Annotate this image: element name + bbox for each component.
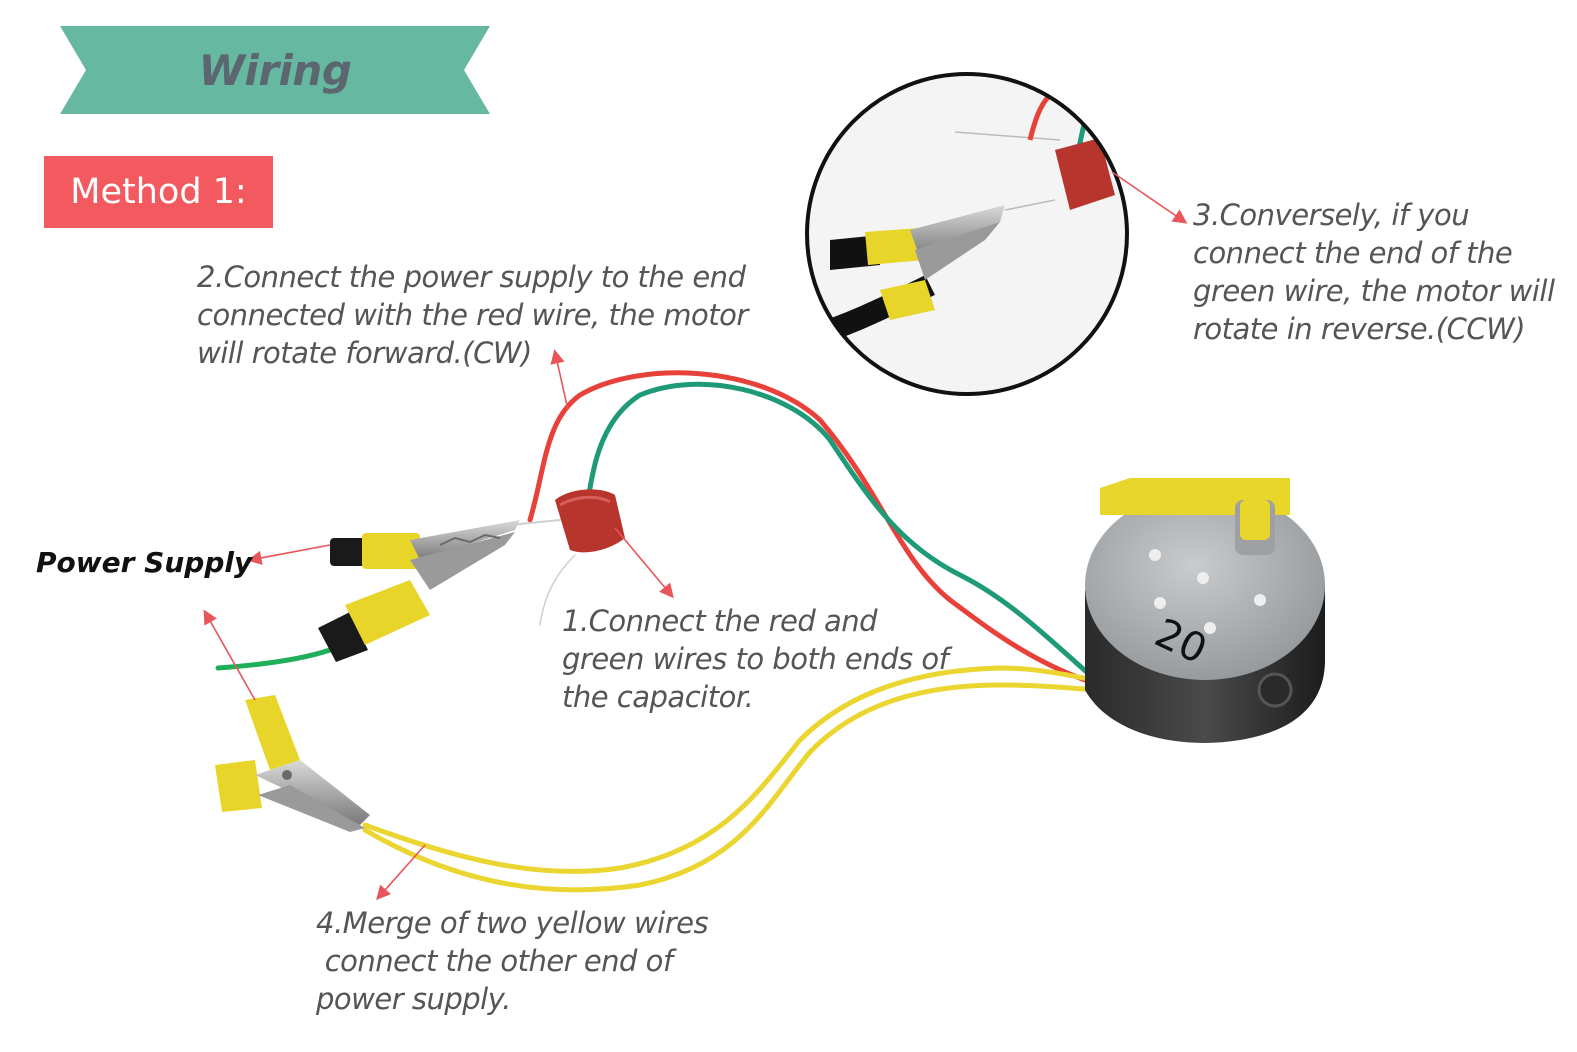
arrow-step3	[1111, 171, 1188, 224]
step2-line: connected with the red wire, the motor	[197, 298, 748, 332]
step3-line: connect the end of the	[1193, 236, 1513, 270]
green-wire	[582, 381, 1093, 678]
step2-line: will rotate forward.(CW)	[197, 336, 532, 370]
step4-annotation: 4.Merge of two yellow wires connect the …	[316, 904, 709, 1018]
green-lead	[215, 647, 333, 671]
step1-line: 1.Connect the red and	[562, 604, 878, 638]
inset-detail	[805, 72, 1129, 396]
arrow-step1	[614, 527, 674, 599]
step4-line: power supply.	[316, 982, 511, 1016]
alligator-clip-bottom-icon	[215, 695, 370, 832]
wiring-banner	[60, 26, 490, 114]
capacitor-icon	[555, 489, 625, 553]
step2-line: 2.Connect the power supply to the end	[197, 260, 746, 294]
arrow-step4	[376, 844, 426, 901]
clip-insulator-icon	[318, 580, 430, 662]
step3-line: green wire, the motor will	[1193, 274, 1555, 308]
capacitor-lead	[539, 554, 576, 626]
step1-line: green wires to both ends of	[562, 642, 949, 676]
method-label: Method 1:	[44, 156, 273, 228]
arrow-step2	[550, 349, 569, 411]
power-supply-label: Power Supply	[36, 546, 253, 579]
step4-line: 4.Merge of two yellow wires	[316, 906, 709, 940]
yellow-wire-1	[362, 665, 1098, 874]
wires	[215, 370, 1098, 893]
step1-annotation: 1.Connect the red and green wires to bot…	[562, 602, 949, 716]
step3-annotation: 3.Conversely, if you connect the end of …	[1193, 196, 1555, 348]
step1-line: the capacitor.	[562, 680, 754, 714]
gear-motor-icon: 20	[1085, 478, 1325, 743]
arrow-power-supply-lower	[203, 609, 256, 701]
arrow-power-supply	[247, 544, 331, 565]
step3-line: 3.Conversely, if you	[1193, 198, 1470, 232]
step4-line: connect the other end of	[316, 944, 673, 978]
annotation-arrows	[203, 171, 1188, 901]
yellow-wire-2	[362, 682, 1098, 893]
clip-lead-red	[509, 519, 561, 526]
step2-annotation: 2.Connect the power supply to the end co…	[197, 258, 748, 372]
alligator-clip-top-icon	[330, 520, 520, 590]
step3-line: rotate in reverse.(CCW)	[1193, 312, 1526, 346]
page-title: Wiring	[198, 45, 352, 95]
red-wire	[527, 370, 1088, 683]
